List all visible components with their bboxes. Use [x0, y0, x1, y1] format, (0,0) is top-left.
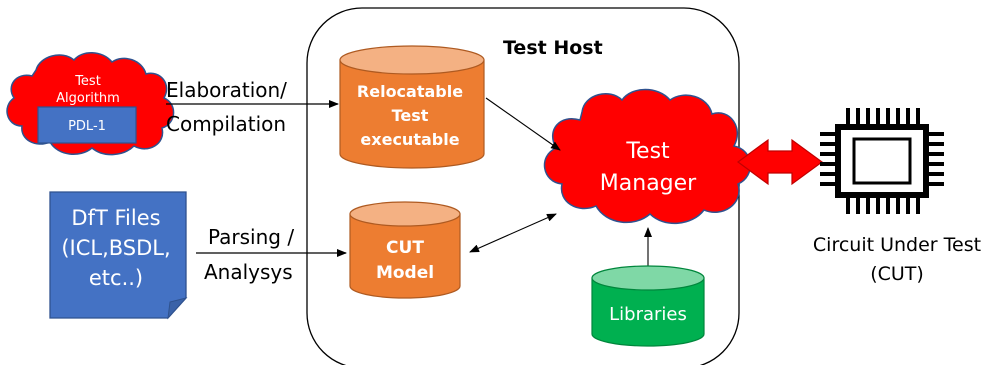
pdl-box — [37, 106, 137, 144]
chip-pins-right — [929, 132, 944, 186]
chip-pins-left — [820, 132, 835, 186]
cylinder-body — [591, 277, 705, 347]
parsing-flow: Parsing / Analysys — [196, 225, 347, 284]
relocatable-line1: Relocatable — [357, 82, 463, 101]
relocatable-executable-cylinder: Relocatable Test executable — [339, 45, 485, 169]
test-algorithm-cloud: Test Algorithm PDL-1 — [6, 52, 175, 156]
cylinder-top — [591, 265, 705, 291]
elaboration-flow: Elaboration/ Compilation — [166, 78, 339, 136]
executable-to-manager-arrow — [485, 97, 561, 151]
model-manager-bidirectional-arrow — [469, 213, 557, 253]
cylinder-top — [339, 45, 485, 75]
chip-pins-top — [846, 108, 920, 124]
dft-files-line2: (ICL,BSDL, — [61, 236, 170, 260]
dft-files-line1: DfT Files — [71, 206, 160, 230]
elaboration-label-line1: Elaboration/ — [166, 78, 287, 102]
microchip-icon — [820, 108, 944, 214]
relocatable-line3: executable — [360, 130, 459, 149]
cut-model-cylinder: CUT Model — [349, 201, 461, 299]
pdl-label: PDL-1 — [68, 119, 106, 134]
manager-connections — [469, 97, 652, 268]
parsing-label-line2: Analysys — [204, 260, 293, 284]
cut-model-line1: CUT — [386, 238, 424, 258]
test-manager-line2: Manager — [600, 171, 697, 196]
chip-die — [852, 137, 912, 185]
elaboration-label-line2: Compilation — [166, 112, 286, 136]
cut-label-line1: Circuit Under Test — [813, 234, 981, 256]
cylinder-body — [339, 59, 485, 169]
cylinder-top — [349, 201, 461, 227]
cut-label-line2: (CUT) — [870, 263, 924, 285]
document-fold — [167, 297, 188, 320]
libraries-label: Libraries — [609, 304, 687, 325]
parsing-label-line1: Parsing / — [208, 225, 294, 249]
relocatable-line2: Test — [392, 106, 429, 125]
libraries-cylinder: Libraries — [591, 265, 705, 347]
cloud-shape — [543, 88, 752, 225]
circuit-under-test-label: Circuit Under Test (CUT) — [813, 234, 981, 285]
dft-files-document: DfT Files (ICL,BSDL, etc..) — [49, 191, 188, 320]
test-manager-line1: Test — [625, 139, 670, 164]
dft-files-line3: etc..) — [89, 266, 143, 290]
test-algorithm-line2: Algorithm — [56, 91, 120, 106]
chip-pins-bottom — [846, 198, 920, 214]
test-host-title: Test Host — [503, 37, 603, 59]
test-manager-cloud: Test Manager — [543, 88, 752, 225]
manager-cut-link — [736, 138, 824, 186]
test-algorithm-line1: Test — [74, 74, 101, 89]
double-headed-arrow — [736, 138, 824, 186]
cut-model-line2: Model — [376, 263, 434, 283]
cylinder-body — [349, 213, 461, 299]
